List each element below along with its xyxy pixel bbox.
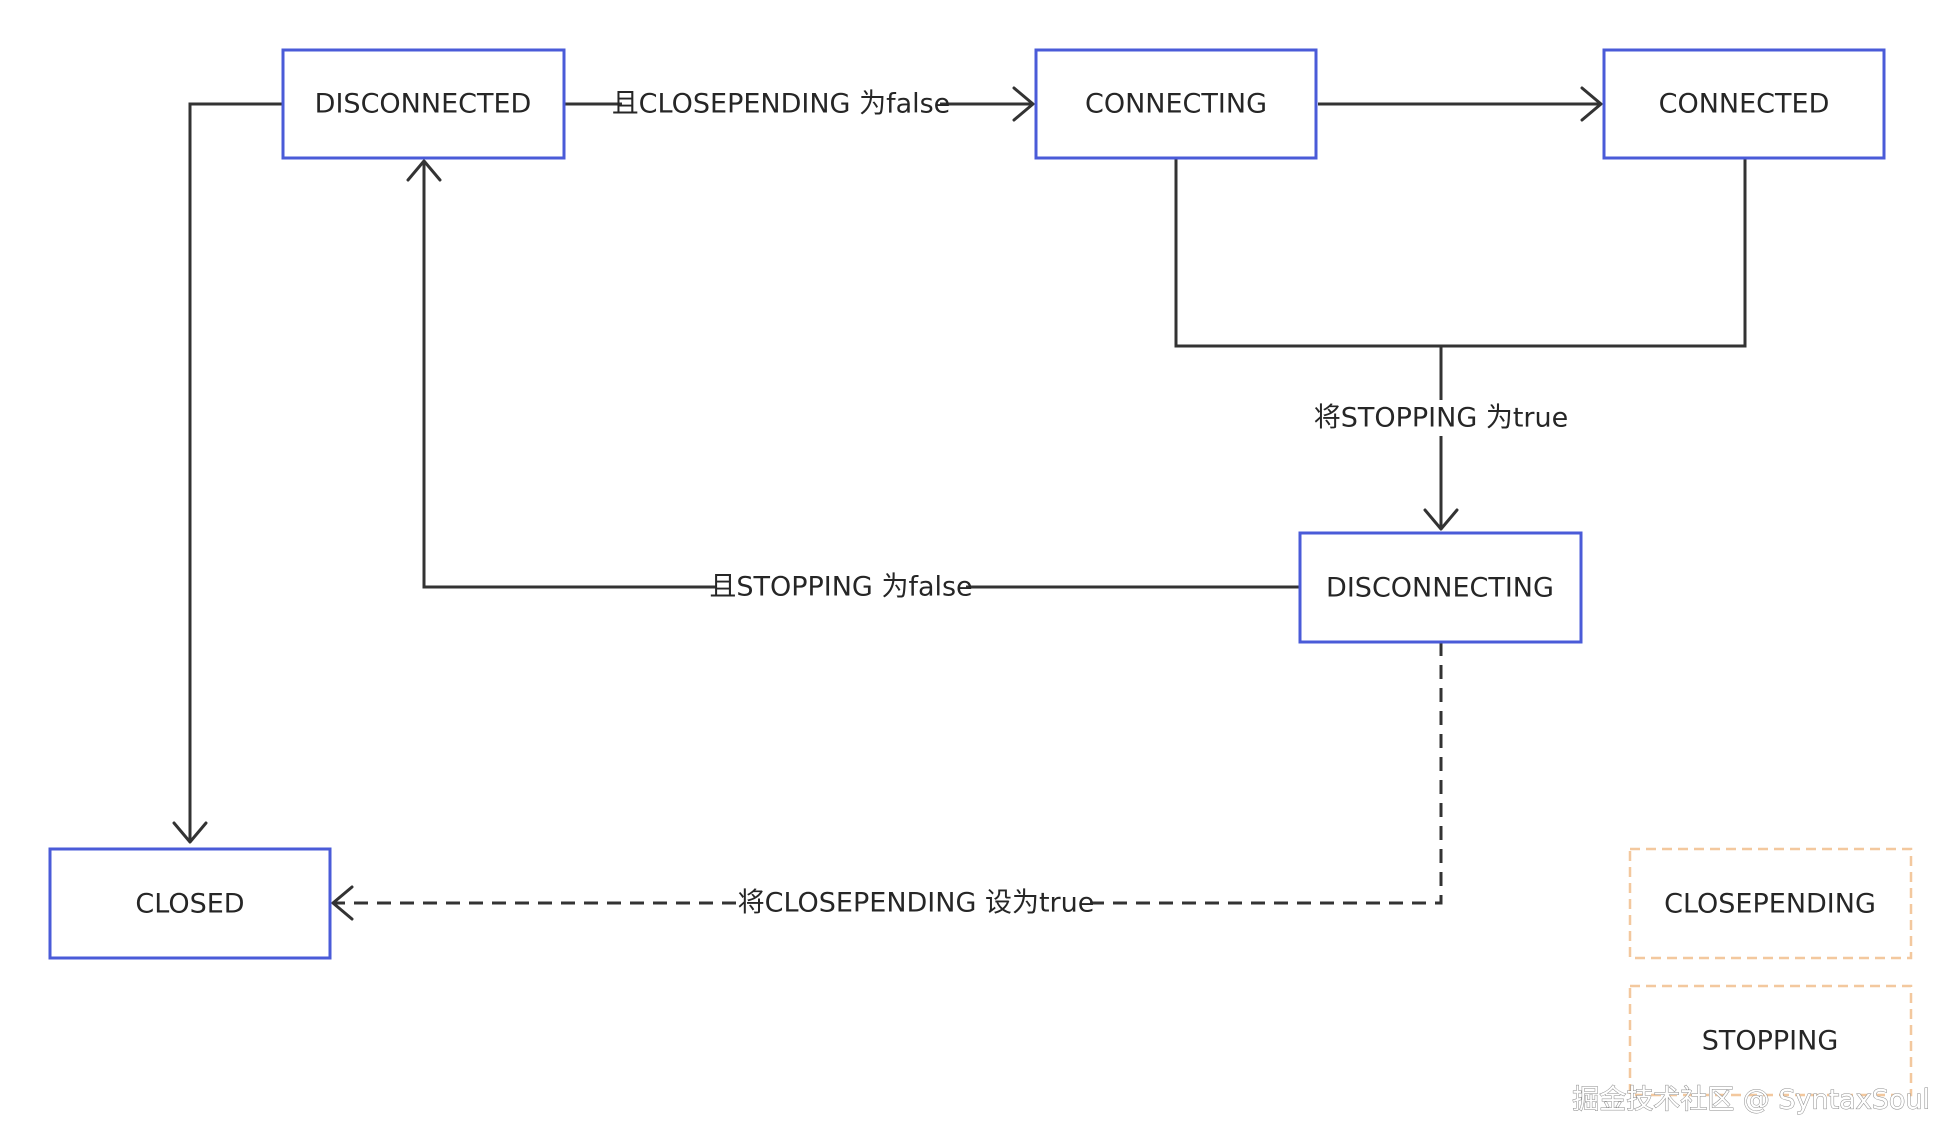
node-disconnecting: DISCONNECTING [1298, 531, 1583, 644]
node-label-disconnecting: DISCONNECTING [1326, 573, 1554, 604]
watermark: 掘金技术社区 @ SyntaxSoul [1572, 1085, 1930, 1116]
edge-disconnected-to-connecting: 且CLOSEPENDING 为false [564, 86, 1035, 122]
edge-connecting-to-connected [1318, 86, 1603, 122]
node-label-connecting: CONNECTING [1085, 89, 1267, 120]
edge-disconnecting-to-closed: 将CLOSEPENDING 设为true [331, 642, 1443, 921]
legend-stopping: STOPPING [1628, 984, 1913, 1097]
edge-label-set-stopping-true: 将STOPPING 为true [1314, 403, 1569, 434]
edge-label-stopping-false: 且STOPPING 为false [709, 572, 972, 603]
node-label-disconnected: DISCONNECTED [315, 89, 532, 120]
node-disconnected: DISCONNECTED [281, 48, 566, 160]
legend-label-closepending: CLOSEPENDING [1664, 889, 1876, 920]
edge-to-disconnecting: 将STOPPING 为true [1174, 158, 1747, 531]
legend-label-stopping: STOPPING [1702, 1026, 1839, 1057]
edge-disconnected-to-closed [172, 102, 283, 844]
node-connecting: CONNECTING [1034, 48, 1318, 160]
node-label-closed: CLOSED [135, 889, 244, 920]
node-closed: CLOSED [48, 847, 332, 960]
node-label-connected: CONNECTED [1659, 89, 1830, 120]
node-connected: CONNECTED [1602, 48, 1886, 160]
edge-label-set-closepending-true: 将CLOSEPENDING 设为true [738, 888, 1095, 919]
edge-label-closepending-false: 且CLOSEPENDING 为false [612, 89, 951, 120]
edge-disconnecting-to-disconnected: 且STOPPING 为false [406, 159, 1299, 605]
legend-closepending: CLOSEPENDING [1628, 847, 1913, 960]
